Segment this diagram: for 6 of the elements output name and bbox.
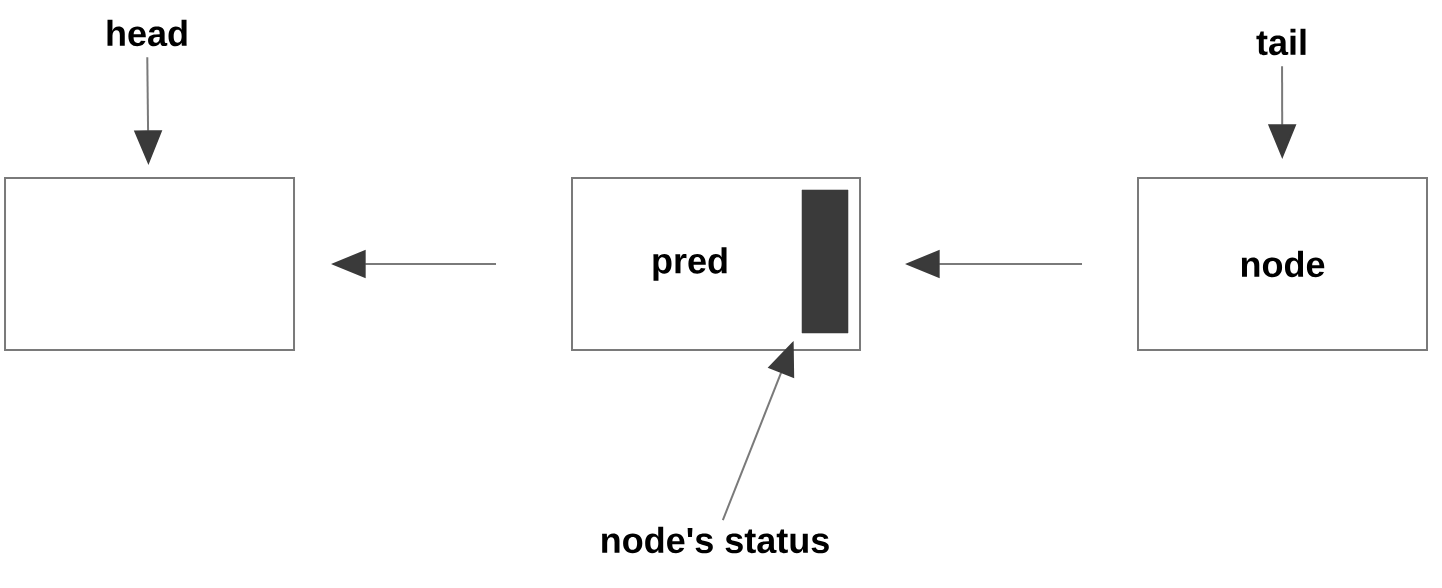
status-bar <box>801 189 849 334</box>
pointer-label: node's status <box>602 526 829 554</box>
pointer-label: head <box>107 19 187 47</box>
list-node-box: node <box>1137 177 1428 351</box>
pointer-label: tail <box>1256 28 1306 56</box>
empty-box <box>4 177 295 351</box>
